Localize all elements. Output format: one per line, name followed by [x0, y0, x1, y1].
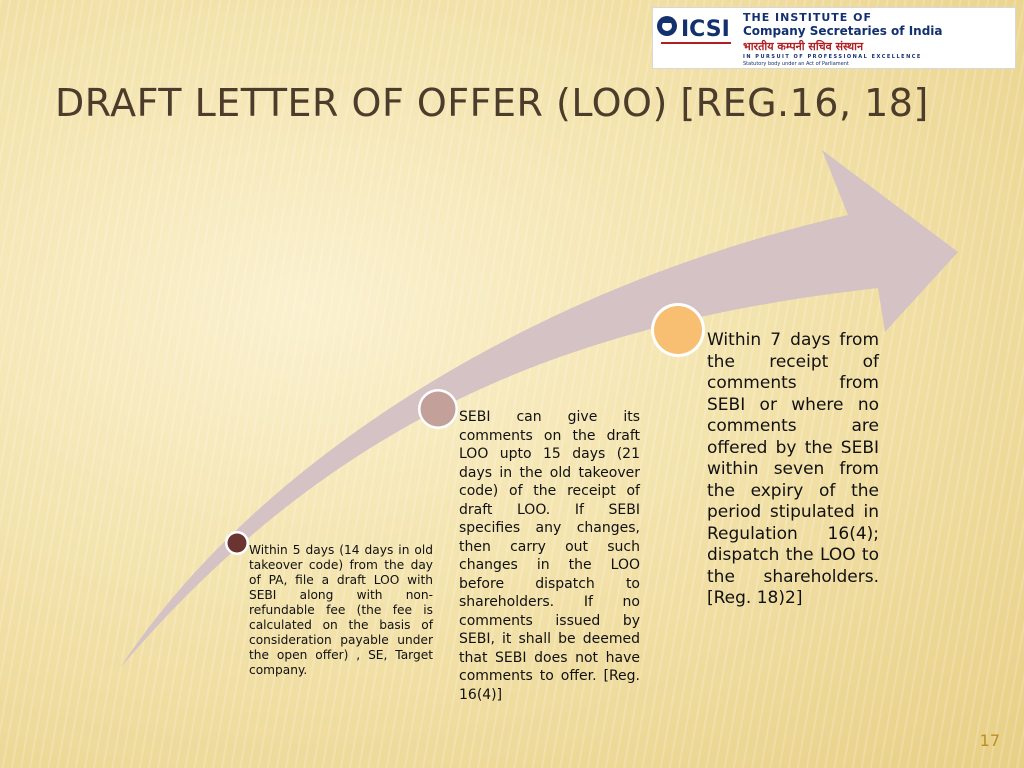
logo-line-hindi: भारतीय कम्पनी सचिव संस्थान [743, 40, 864, 53]
logo-line-motto: IN PURSUIT OF PROFESSIONAL EXCELLENCE [743, 54, 922, 60]
logo-line-institute: THE INSTITUTE OF [743, 11, 873, 24]
step-2-text: SEBI can give its comments on the draft … [459, 409, 640, 703]
slide-title: DRAFT LETTER OF OFFER (LOO) [REG.16, 18] [55, 81, 929, 125]
curved-arrow [120, 150, 958, 668]
step-marker-3 [651, 303, 705, 357]
icsi-logo-abbreviation: ICSI [681, 17, 730, 42]
page-number: 17 [979, 731, 1000, 750]
icsi-logo: ICSI THE INSTITUTE OF Company Secretarie… [652, 7, 1016, 69]
logo-line-statutory: Statutory body under an Act of Parliamen… [743, 61, 849, 67]
step-1-text: Within 5 days (14 days in old takeover c… [249, 543, 433, 677]
logo-line-name: Company Secretaries of India [743, 24, 943, 38]
step-marker-1 [225, 531, 249, 555]
icsi-logo-mark: ICSI [657, 16, 731, 44]
step-3-text: Within 7 days from the receipt of commen… [707, 330, 879, 608]
step-marker-2 [418, 389, 458, 429]
